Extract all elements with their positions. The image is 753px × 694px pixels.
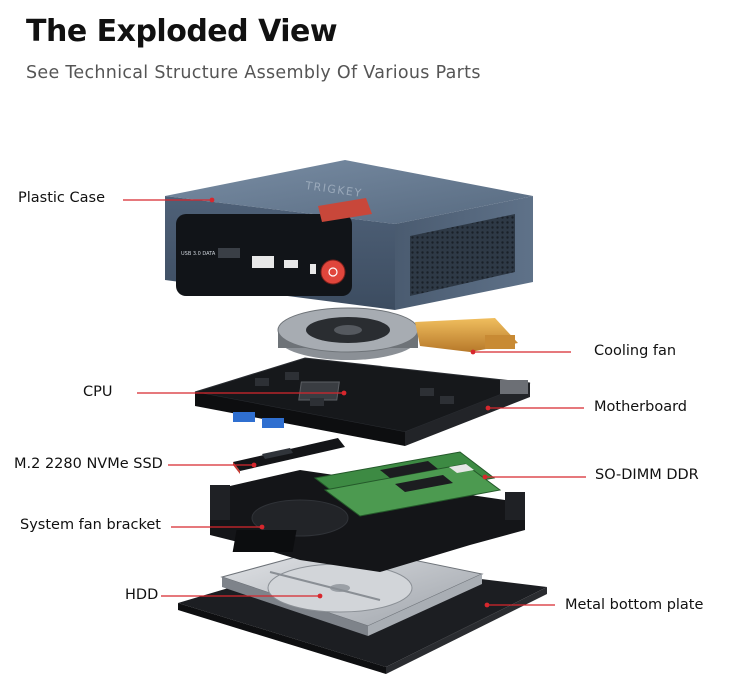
label-fan-bracket: System fan bracket [20,517,161,533]
plastic-case: TRIGKEY USB 3.0 DATA [165,160,533,310]
so-dimm-ram [313,451,502,517]
leader-lines [123,197,586,608]
label-hdd: HDD [125,587,159,603]
motherboard [194,357,531,446]
label-cpu: CPU [83,384,113,400]
label-ssd: M.2 2280 NVMe SSD [14,456,163,472]
label-plastic-case: Plastic Case [18,190,105,206]
label-motherboard: Motherboard [594,399,688,415]
port-label-text: USB 3.0 DATA [181,251,216,257]
page-subtitle: See Technical Structure Assembly Of Vari… [26,63,481,83]
label-cooling-fan: Cooling fan [594,343,677,359]
label-bottom-plate: Metal bottom plate [565,597,704,613]
nvme-ssd [233,438,345,474]
page-title: The Exploded View [26,14,338,49]
hdd [220,544,484,636]
cooling-fan [277,307,518,360]
label-so-dimm: SO-DIMM DDR [595,467,699,483]
